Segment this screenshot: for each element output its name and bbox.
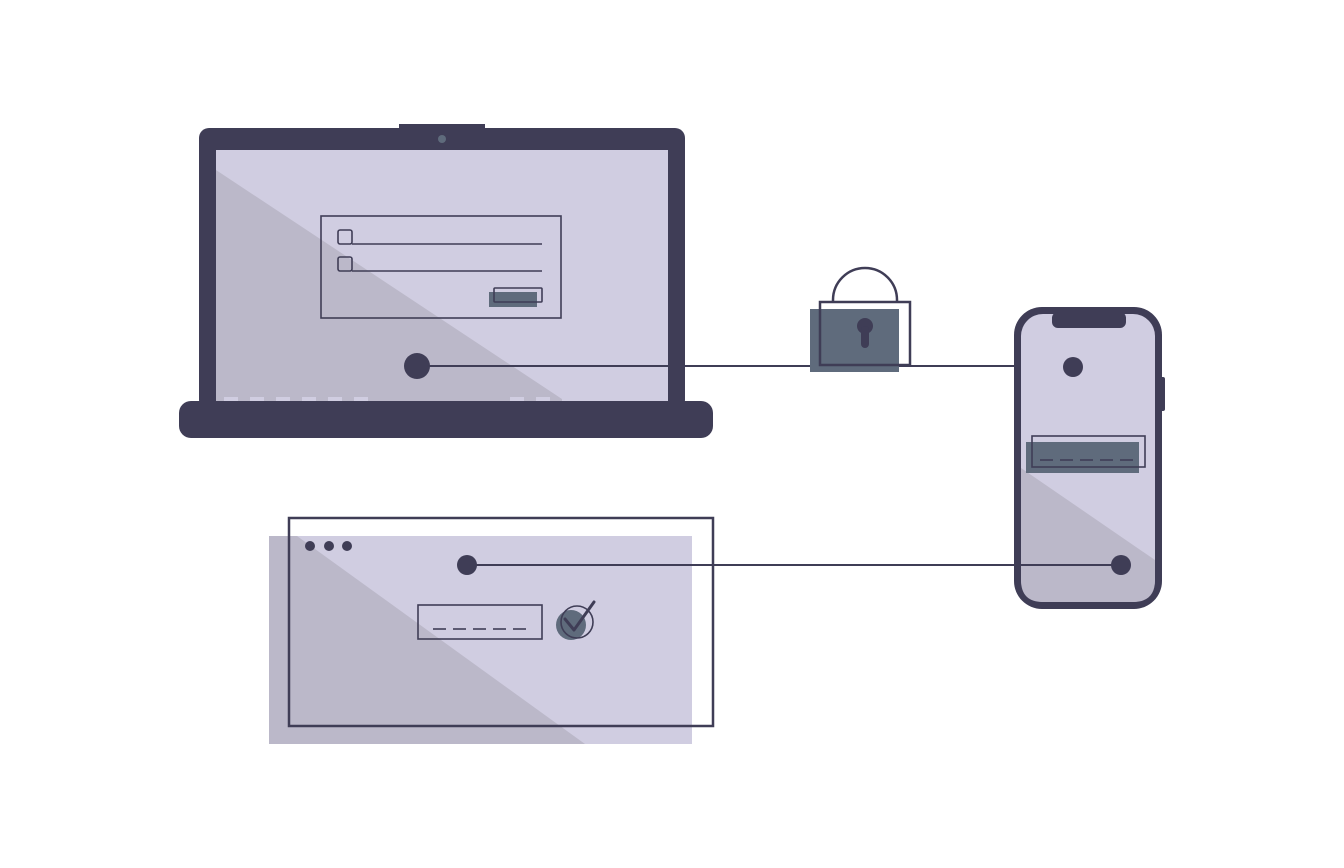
smartphone xyxy=(1014,307,1165,609)
phone-password-input[interactable] xyxy=(1031,435,1146,468)
checkmark-icon xyxy=(556,600,596,640)
laptop-webcam-bar xyxy=(399,124,485,134)
laptop-base xyxy=(179,401,713,438)
window-dot-icon[interactable] xyxy=(305,541,315,551)
login-button[interactable] xyxy=(493,287,543,303)
checkmark-tick xyxy=(563,600,596,632)
browser-window xyxy=(269,516,715,744)
phone-connection-node-top xyxy=(1063,357,1083,377)
window-dot-icon[interactable] xyxy=(342,541,352,551)
laptop-webcam xyxy=(438,135,446,143)
padlock-body-outline xyxy=(818,300,912,367)
username-checkbox[interactable] xyxy=(337,229,353,245)
phone-notch xyxy=(1052,312,1126,328)
phone-input-shadow xyxy=(1026,442,1139,473)
login-button-shadow xyxy=(489,292,537,307)
padlock-shackle xyxy=(831,266,899,302)
login-form xyxy=(320,215,562,319)
padlock-icon xyxy=(810,266,912,372)
laptop-screen-shade xyxy=(216,170,568,403)
keyhole-slot xyxy=(861,326,869,348)
password-checkbox[interactable] xyxy=(337,256,353,272)
browser-code-input[interactable] xyxy=(417,604,543,640)
window-dot-icon[interactable] xyxy=(324,541,334,551)
checkmark-ring xyxy=(560,605,594,639)
browser-frame xyxy=(287,516,715,728)
browser-backdrop-shade xyxy=(269,536,585,744)
laptop xyxy=(179,124,713,438)
login-form-frame xyxy=(320,215,562,319)
laptop-keys xyxy=(224,397,654,401)
padlock-body-fill xyxy=(810,309,899,372)
